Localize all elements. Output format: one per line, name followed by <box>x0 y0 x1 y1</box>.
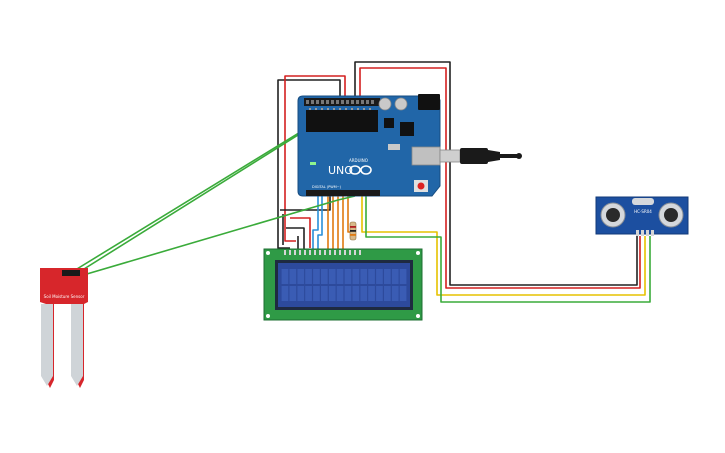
lcd-cell <box>352 269 360 284</box>
lcd-cell <box>281 269 289 284</box>
wire-black-left <box>277 79 341 249</box>
lcd-cell <box>281 286 289 301</box>
lcd-cell <box>344 269 352 284</box>
lcd-cell <box>321 269 328 284</box>
lcd-cell <box>391 286 399 301</box>
capacitor <box>378 97 392 111</box>
uno-label: UNO <box>328 164 353 177</box>
wire-red-left <box>284 75 346 242</box>
lcd-cell <box>313 286 320 301</box>
wire-red-lcd <box>290 217 311 248</box>
lcd-cell <box>360 269 368 284</box>
lcd-cell <box>399 269 407 284</box>
lcd-cell <box>305 269 312 284</box>
arduino-brand-label: ARDUINO <box>349 158 368 163</box>
soil-probe-right <box>71 304 83 376</box>
wire-red-top-1 <box>359 67 641 289</box>
wires <box>71 61 651 303</box>
lcd-cell <box>305 286 312 301</box>
lcd-cells <box>281 269 407 301</box>
soil-moisture-sensor[interactable]: Soil Moisture Sensor <box>40 268 88 388</box>
lcd-cell <box>297 286 305 301</box>
lcd-cell <box>376 269 383 284</box>
wire-black-top-1 <box>354 61 638 286</box>
sensor-header <box>62 270 80 276</box>
ultrasonic-sensor[interactable]: HC-SR04 <box>595 196 689 236</box>
digital-header-pins <box>306 100 374 104</box>
microcontroller-chip <box>306 110 378 132</box>
lcd-cell <box>384 286 391 301</box>
usb-cable <box>439 148 522 164</box>
wire-green-ultra <box>365 196 651 303</box>
crystal <box>388 144 400 150</box>
resistor <box>349 221 357 241</box>
lcd-cell <box>368 269 375 284</box>
lcd-cell <box>391 269 399 284</box>
usb-chip <box>400 122 414 136</box>
lcd-cell <box>297 269 305 284</box>
ultrasonic-label: HC-SR04 <box>634 209 652 214</box>
wire-blue-2 <box>317 196 323 250</box>
lcd-header-pins <box>284 250 361 255</box>
digital-label: DIGITAL (PWM~) <box>312 185 342 189</box>
usb-port <box>411 146 441 166</box>
power-led <box>310 162 316 165</box>
arduino-uno-board[interactable]: UNO ARDUINO DIGITAL (PWM~) <box>297 94 441 197</box>
lcd-cell <box>352 286 360 301</box>
wire-blue-1 <box>312 196 319 250</box>
lcd-cell <box>328 286 336 301</box>
lcd-cell <box>344 286 352 301</box>
wire-yellow-ultra <box>361 196 646 296</box>
lcd-cell <box>368 286 375 301</box>
power-jack <box>418 94 440 110</box>
arduino-logo-icon <box>349 165 372 175</box>
lcd-cell <box>289 269 297 284</box>
crystal-oscillator <box>632 198 654 205</box>
lcd-cell <box>313 269 320 284</box>
lcd-cell <box>384 269 391 284</box>
lcd-cell <box>360 286 368 301</box>
lcd-cell <box>336 286 344 301</box>
soil-probe-left <box>41 304 53 376</box>
wire-black-lcd-4 <box>286 227 305 250</box>
capacitor <box>394 97 408 111</box>
lcd-cell <box>328 269 336 284</box>
lcd-cell <box>399 286 407 301</box>
soil-sensor-label: Soil Moisture Sensor <box>44 294 85 299</box>
analog-header <box>306 190 380 196</box>
lcd-cell <box>376 286 383 301</box>
lcd-cell <box>336 269 344 284</box>
wire-black-lcd-1 <box>280 196 331 211</box>
lcd-cell <box>321 286 328 301</box>
chip-small <box>384 118 394 128</box>
wire-green-soil-3 <box>79 195 356 277</box>
ultrasonic-pins <box>636 230 654 236</box>
lcd-cell <box>289 286 297 301</box>
lcd-display[interactable] <box>263 248 423 321</box>
